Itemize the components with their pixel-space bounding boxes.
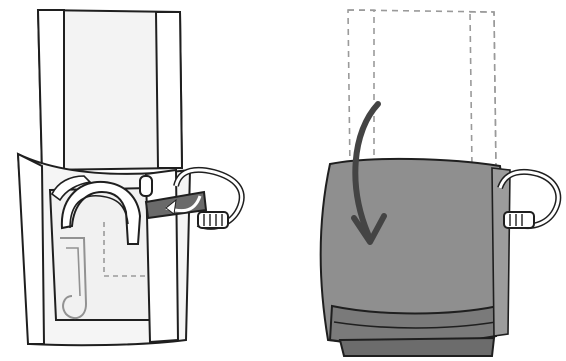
side-buckle-strap: [144, 190, 208, 220]
ghost-strap-left: [348, 9, 375, 168]
coiled-sling: [60, 237, 88, 320]
front-strap-right: [144, 168, 180, 344]
panel-before: [16, 8, 245, 347]
fold-down-arrow-head: [351, 213, 387, 245]
ghost-back-panel: [347, 9, 497, 171]
bag-band-line-1: [333, 321, 497, 329]
horseshoe-gear: [50, 175, 142, 245]
back-strap-left: [36, 9, 65, 173]
small-toggle: [139, 175, 153, 197]
front-strap-left: [16, 152, 46, 345]
carabiner-clip-right-icon: [497, 168, 562, 229]
panel-after: [319, 9, 562, 357]
back-strap-right: [154, 11, 184, 169]
bag-base: [338, 336, 496, 357]
ghost-strap-right: [469, 11, 497, 169]
fold-down-arrow-icon: [352, 101, 381, 237]
carabiner-clip-icon: [173, 166, 245, 230]
folded-side-strap: [491, 167, 511, 337]
dashed-fold-guide: [103, 222, 146, 277]
